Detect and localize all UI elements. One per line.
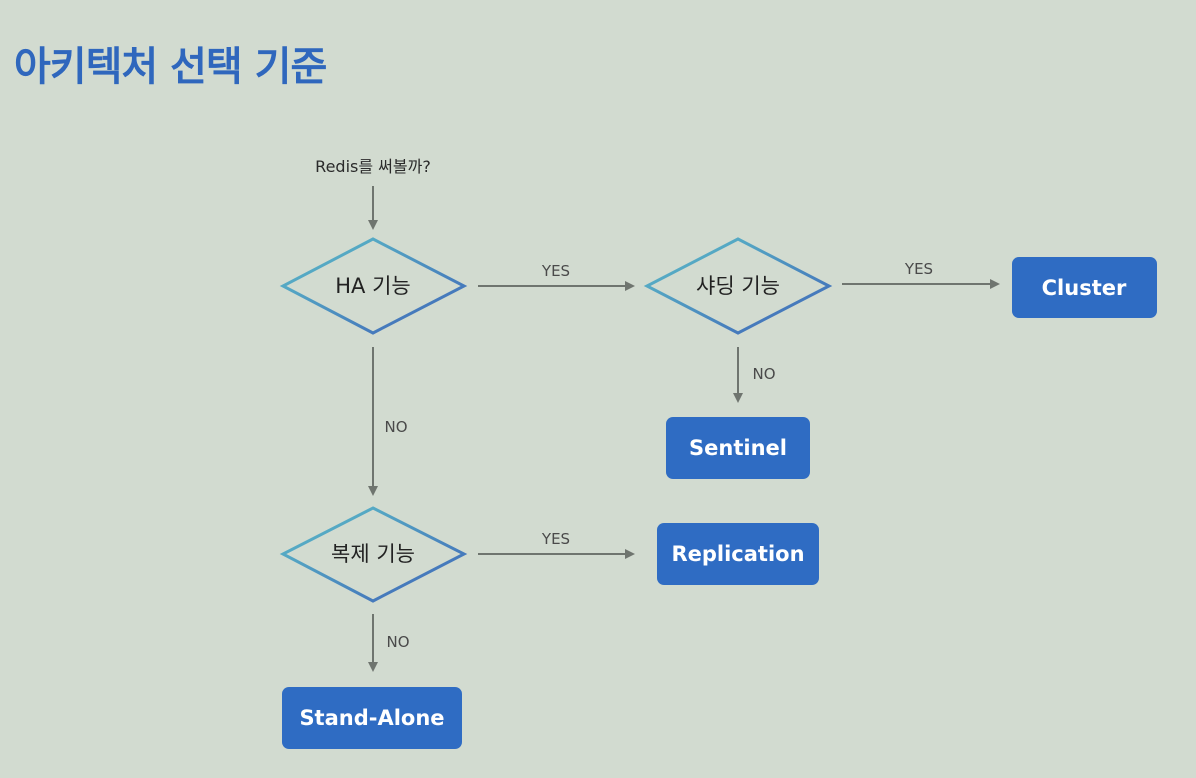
decision-replication-label: 복제 기능 <box>331 542 415 566</box>
ha-no-label: NO <box>384 418 407 436</box>
start-question: Redis를 써볼까? <box>315 157 431 176</box>
decision-sharding: 샤딩 기능 <box>643 237 833 335</box>
sharding-no-label: NO <box>752 365 775 383</box>
result-replication-box <box>657 523 819 585</box>
decision-ha-label: HA 기능 <box>335 274 410 298</box>
replication-yes-label: YES <box>541 530 570 548</box>
result-replication-label: Replication <box>671 542 804 566</box>
result-cluster-label: Cluster <box>1042 276 1127 300</box>
decision-ha: HA 기능 <box>279 237 468 335</box>
result-cluster: Cluster <box>1012 257 1157 318</box>
result-replication: Replication <box>657 523 819 585</box>
decision-replication: 복제 기능 <box>279 506 468 603</box>
decision-sharding-label: 샤딩 기능 <box>696 274 780 298</box>
result-sentinel: Sentinel <box>666 417 810 479</box>
page-title: 아키텍처 선택 기준 <box>14 44 327 90</box>
result-stand-alone-label: Stand-Alone <box>299 706 444 730</box>
decision-replication-shape <box>279 506 468 603</box>
decision-ha-shape <box>279 237 468 335</box>
ha-yes-label: YES <box>541 262 570 280</box>
result-cluster-box <box>1012 257 1157 318</box>
result-sentinel-box <box>666 417 810 479</box>
sharding-yes-label: YES <box>904 260 933 278</box>
replication-no-label: NO <box>386 633 409 651</box>
result-stand-alone-box <box>282 687 462 749</box>
decision-sharding-shape <box>643 237 833 335</box>
result-sentinel-label: Sentinel <box>689 436 787 460</box>
result-stand-alone: Stand-Alone <box>282 687 462 749</box>
